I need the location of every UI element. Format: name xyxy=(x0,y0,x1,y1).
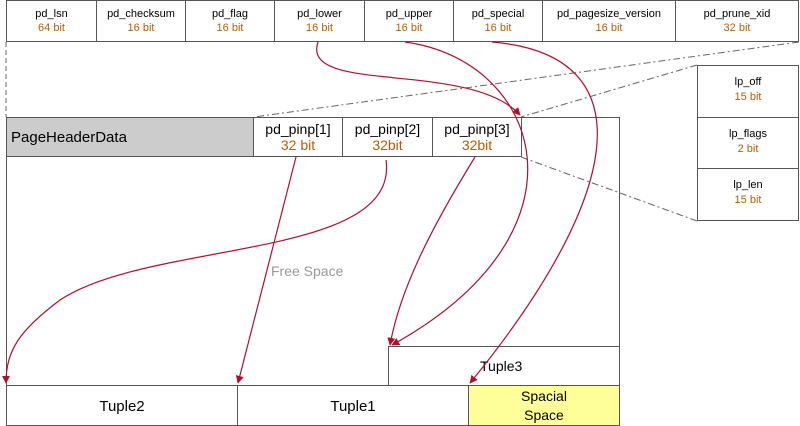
pointer-bits: 32bit xyxy=(372,137,403,153)
field-bits: 64 bit xyxy=(38,22,65,34)
pointer-bits: 32 bit xyxy=(280,137,316,153)
field-bits: 16 bit xyxy=(306,22,333,34)
tuple-2: Tuple2 xyxy=(6,385,238,426)
lp-len-cell: lp_len 15 bit xyxy=(698,169,798,220)
lp-name: lp_flags xyxy=(729,128,767,140)
item-pointer-3: pd_pinp[3] 32bit xyxy=(433,118,521,157)
field-pd-checksum: pd_checksum 16 bit xyxy=(97,1,186,42)
special-space-label-1: Spacial xyxy=(521,388,567,404)
line-pointer-detail: lp_off 15 bit lp_flags 2 bit lp_len 15 b… xyxy=(697,65,799,221)
page-header-fields: pd_lsn 64 bit pd_checksum 16 bit pd_flag… xyxy=(6,0,799,42)
special-space-label-2: Space xyxy=(524,407,564,423)
field-bits: 16 bit xyxy=(484,22,512,34)
field-bits: 16 bit xyxy=(216,22,244,34)
pointer-name: pd_pinp[1] xyxy=(265,121,331,137)
page-header-label: PageHeaderData xyxy=(11,129,127,146)
arrow-pinp-3 xyxy=(387,156,476,346)
field-name: pd_flag xyxy=(211,8,249,20)
field-pd-pagesize-version: pd_pagesize_version 16 bit xyxy=(543,1,676,42)
field-name: pd_special xyxy=(471,8,525,20)
page-header-data: PageHeaderData xyxy=(6,117,254,157)
field-pd-lsn: pd_lsn 64 bit xyxy=(7,1,97,42)
lp-off-cell: lp_off 15 bit xyxy=(698,66,798,118)
pointer-name: pd_pinp[2] xyxy=(354,121,421,137)
arrow-pinp-2 xyxy=(2,159,387,384)
tuple-3-label: Tuple3 xyxy=(480,358,523,374)
field-name: pd_upper xyxy=(385,8,433,20)
arrow-pd-special xyxy=(469,41,598,384)
field-bits: 16 bit xyxy=(595,22,623,34)
field-pd-prune-xid: pd_prune_xid 32 bit xyxy=(676,1,798,42)
tuple-2-label: Tuple2 xyxy=(99,398,145,415)
field-bits: 16 bit xyxy=(395,22,423,34)
item-pointers: pd_pinp[1] 32 bit pd_pinp[2] 32bit pd_pi… xyxy=(253,117,522,157)
field-name: pd_pagesize_version xyxy=(557,8,661,20)
field-pd-special: pd_special 16 bit xyxy=(454,1,543,42)
lp-projection-bottom xyxy=(520,156,698,222)
arrow-pinp-1 xyxy=(235,156,297,384)
field-name: pd_lsn xyxy=(35,8,68,20)
pointer-bits: 32bit xyxy=(461,137,493,153)
special-space: Spacial Space xyxy=(468,385,620,426)
lp-name: lp_off xyxy=(734,76,762,88)
arrow-pd-upper xyxy=(391,41,529,346)
lp-bits: 2 bit xyxy=(737,143,759,155)
item-pointer-2: pd_pinp[2] 32bit xyxy=(343,118,433,157)
field-pd-lower: pd_lower 16 bit xyxy=(275,1,365,42)
field-name: pd_lower xyxy=(297,8,342,20)
free-space-label: Free Space xyxy=(271,263,344,279)
arrow-pd-lower xyxy=(316,41,521,116)
tuple-1-label: Tuple1 xyxy=(330,398,376,415)
lp-bits: 15 bit xyxy=(734,91,762,103)
lp-name: lp_len xyxy=(733,179,763,191)
projection-line-right xyxy=(253,41,800,118)
tuple-1: Tuple1 xyxy=(237,385,469,426)
field-bits: 32 bit xyxy=(723,22,751,34)
field-pd-flag: pd_flag 16 bit xyxy=(186,1,275,42)
field-bits: 16 bit xyxy=(127,22,155,34)
field-name: pd_prune_xid xyxy=(703,8,771,20)
lp-flags-cell: lp_flags 2 bit xyxy=(698,118,798,169)
item-pointer-1: pd_pinp[1] 32 bit xyxy=(254,118,343,157)
field-name: pd_checksum xyxy=(107,8,175,20)
pointer-name: pd_pinp[3] xyxy=(444,121,510,137)
tuple-3: Tuple3 xyxy=(388,346,620,386)
field-pd-upper: pd_upper 16 bit xyxy=(365,1,454,42)
lp-projection-top xyxy=(520,64,698,118)
lp-bits: 15 bit xyxy=(734,194,762,206)
